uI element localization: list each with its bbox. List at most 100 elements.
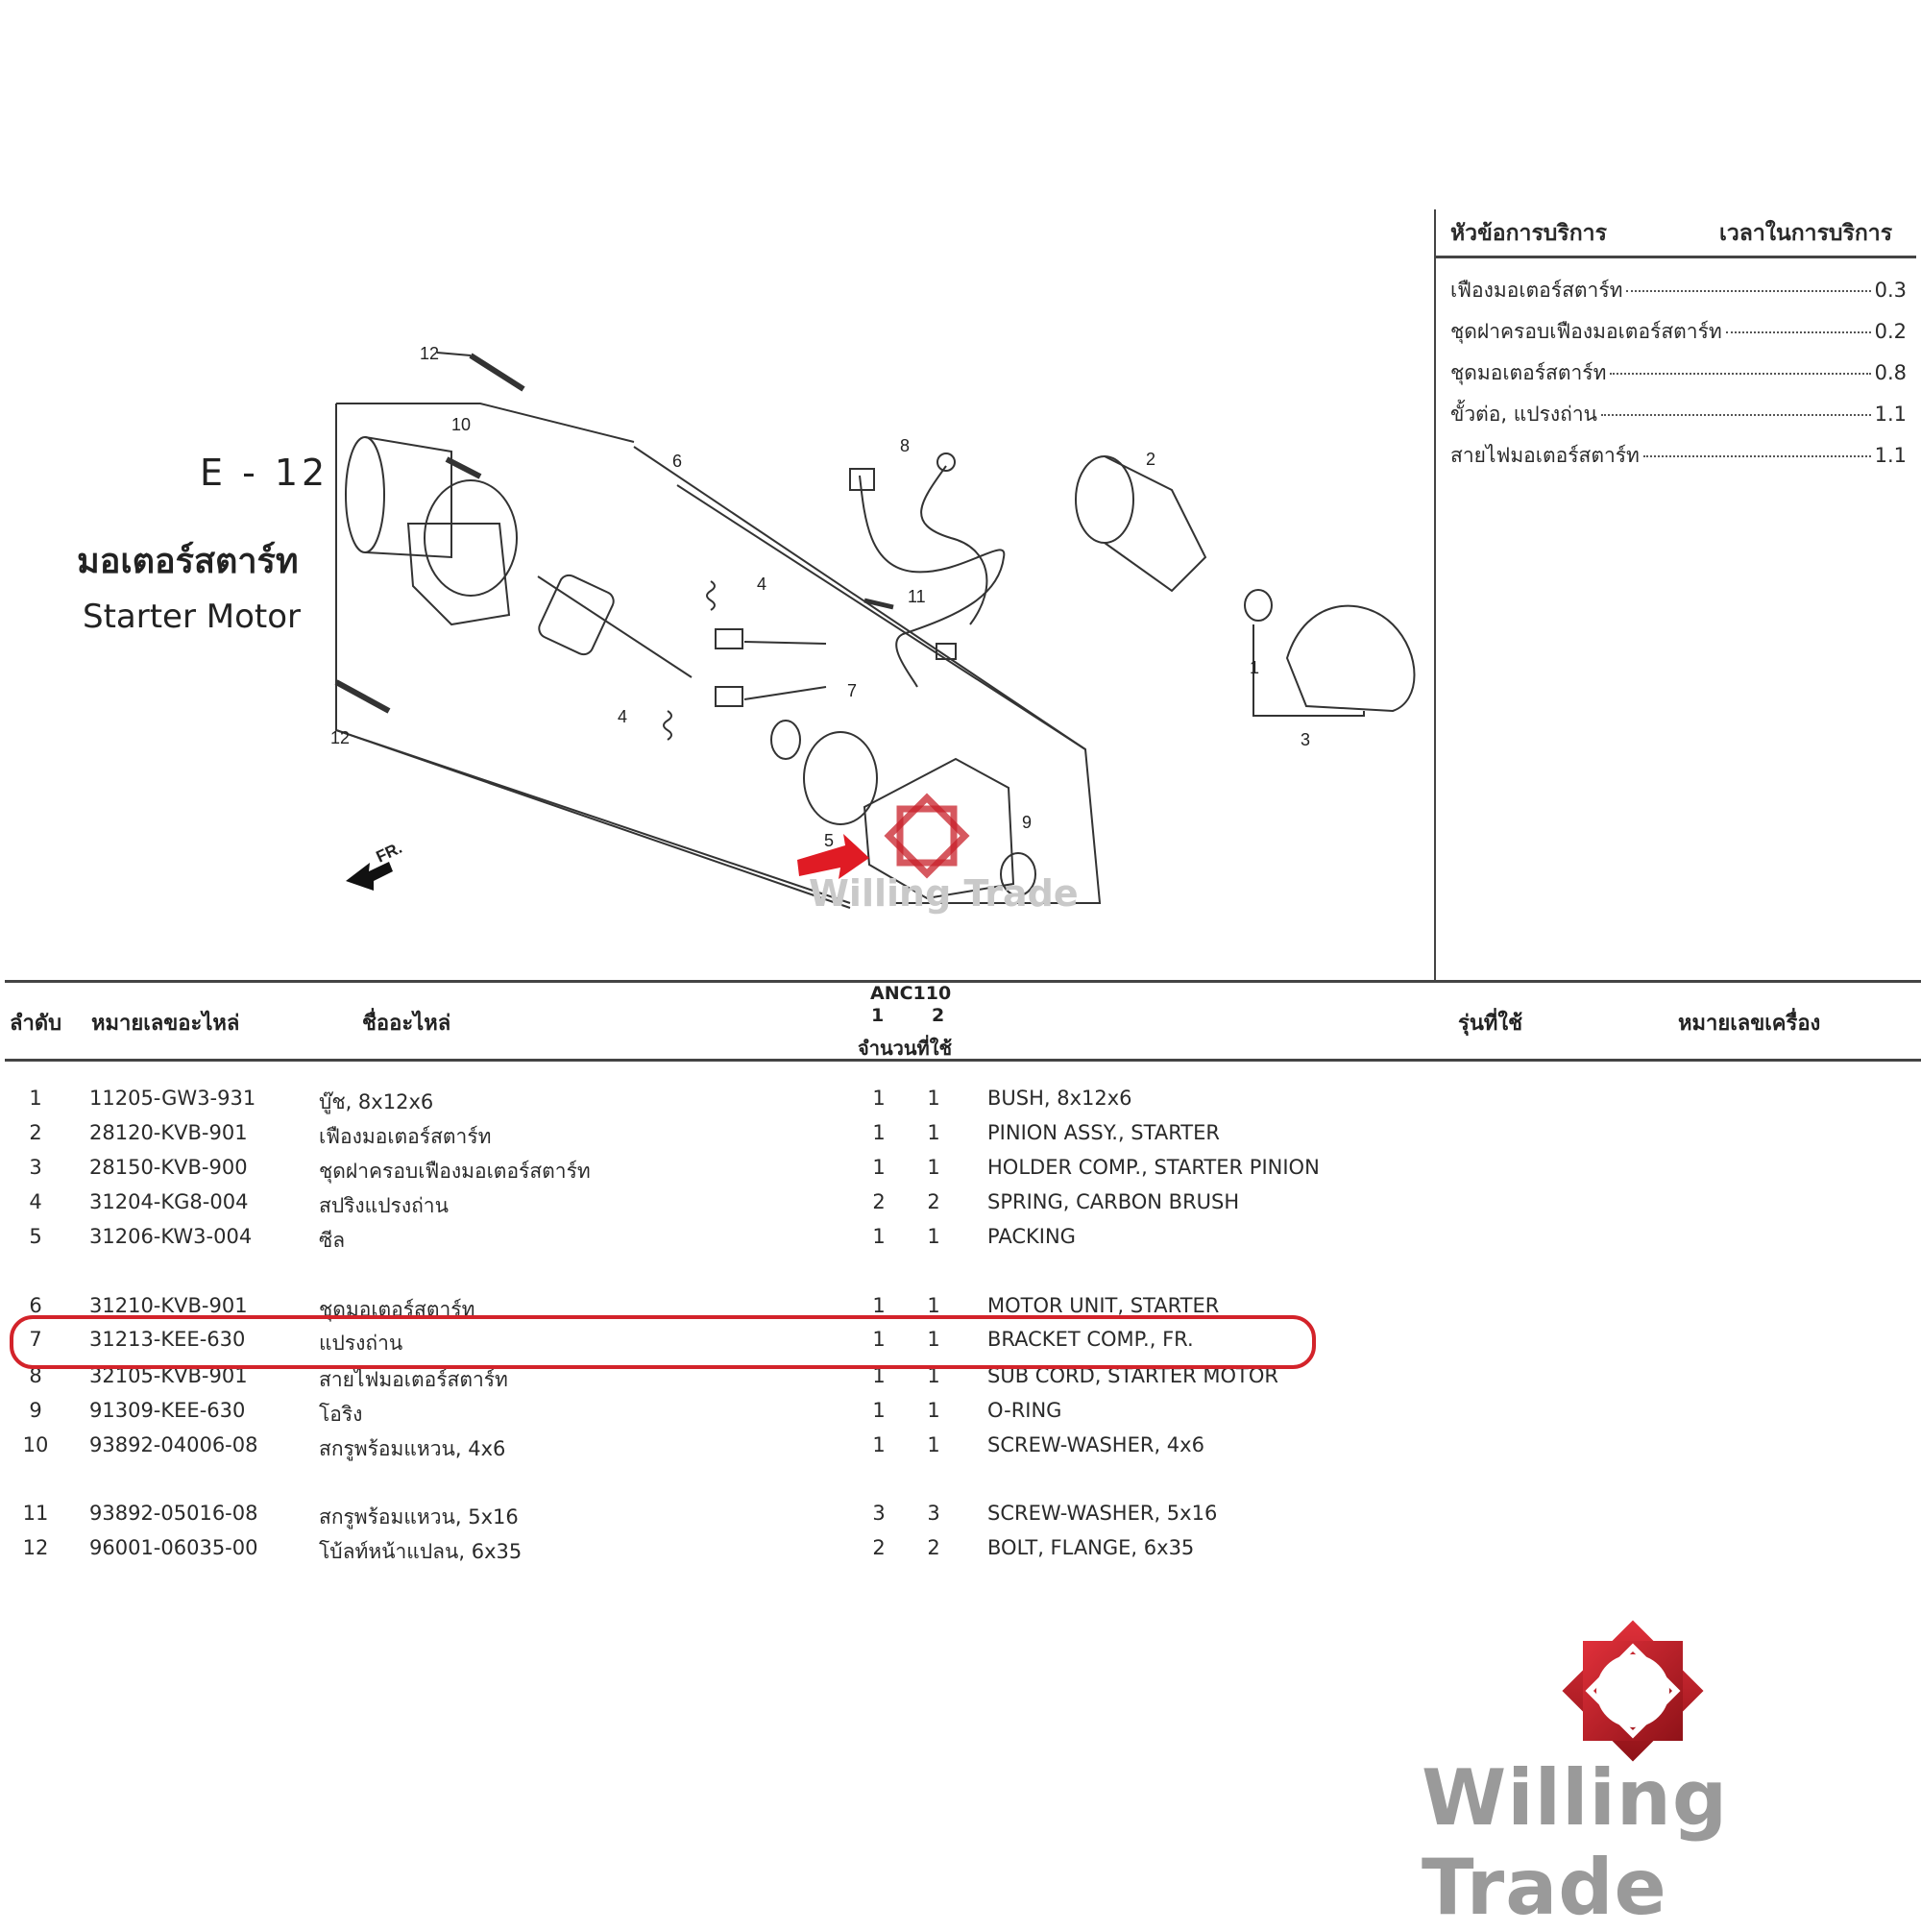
row-no: 3	[29, 1156, 42, 1179]
section-title-thai: มอเตอร์สตาร์ท	[77, 542, 299, 581]
callout-9: 9	[1022, 813, 1032, 832]
row-name-thai-text: ชุดฝาครอบเฟืองมอเตอร์สตาร์ท	[319, 1160, 591, 1183]
row-name-thai-text: ซีล	[319, 1229, 346, 1252]
service-item-label: เฟืองมอเตอร์สตาร์ท	[1450, 279, 1623, 302]
service-item-time: 1.1	[1874, 444, 1907, 467]
callout-7: 7	[847, 681, 857, 700]
bearing	[770, 720, 801, 760]
row-part-no: 96001-06035-00	[89, 1536, 258, 1559]
service-item-time: 0.3	[1874, 279, 1907, 302]
col-header-no: ลำดับ	[10, 1012, 62, 1036]
row-no: 9	[29, 1399, 42, 1422]
wire-connector	[849, 468, 875, 491]
row-no: 5	[29, 1225, 42, 1248]
carbon-brush	[715, 628, 743, 649]
callout-2: 2	[1146, 450, 1155, 469]
section-title-english: Starter Motor	[83, 598, 302, 636]
service-item-label: สายไฟมอเตอร์สตาร์ท	[1450, 444, 1640, 467]
col-header-variant-2: 2	[932, 1005, 945, 1026]
callout-line	[1252, 624, 1365, 717]
callout-12: 12	[420, 344, 439, 363]
row-part-no: 31210-KVB-901	[89, 1294, 248, 1317]
row-qty-2: 1	[927, 1364, 940, 1387]
row-name-english: HOLDER COMP., STARTER PINION	[987, 1156, 1320, 1179]
row-name-thai-text: สกรูพร้อมแหวน, 5x16	[319, 1505, 519, 1528]
front-direction-arrow	[346, 862, 393, 891]
callout-4: 4	[757, 575, 766, 594]
row-qty-2: 2	[927, 1536, 940, 1559]
group-bracket-line	[633, 446, 1102, 904]
row-name-thai-text: สปริงแปรงถ่าน	[319, 1194, 449, 1217]
pinion-assembly	[1104, 455, 1207, 593]
table-row: 10 93892-04006-08 สกรูพร้อมแหวน, 4x6 1 1…	[0, 1433, 1441, 1464]
leader-dots	[1610, 373, 1871, 375]
armature-shaft	[537, 575, 693, 678]
row-name-thai-text: โบ้ลท์หน้าแปลน, 6x35	[319, 1540, 523, 1563]
row-no: 8	[29, 1364, 42, 1387]
wire-terminal	[936, 643, 957, 660]
wire-terminal	[936, 452, 956, 472]
callout-12: 12	[330, 728, 350, 747]
row-qty-2: 2	[927, 1190, 940, 1213]
row-qty-1: 1	[872, 1399, 886, 1422]
table-top-rule	[5, 980, 1921, 983]
leader-dots	[1642, 455, 1871, 457]
callout-3: 3	[1301, 730, 1310, 749]
brush-spring	[706, 580, 716, 611]
callout-10: 11	[908, 587, 926, 606]
service-item-time: 0.2	[1874, 320, 1907, 343]
row-name-thai-text: สายไฟมอเตอร์สตาร์ท	[319, 1368, 508, 1391]
row-part-no: 31213-KEE-630	[89, 1328, 246, 1351]
service-item: เฟืองมอเตอร์สตาร์ท 0.3	[1450, 275, 1907, 304]
col-header-engine-no: หมายเลขเครื่อง	[1678, 1012, 1821, 1036]
row-no: 6	[29, 1294, 42, 1317]
row-name-thai-text: บู๊ช, 8x12x6	[319, 1090, 434, 1113]
row-qty-2: 1	[927, 1294, 940, 1317]
brand-name: Willing Trade	[1422, 1753, 1729, 1932]
row-qty-1: 2	[872, 1536, 886, 1559]
service-item: ชุดฝาครอบเฟืองมอเตอร์สตาร์ท 0.2	[1450, 316, 1907, 345]
row-qty-1: 1	[872, 1156, 886, 1179]
callout-11: 10	[451, 415, 471, 434]
service-header-topic: หัวข้อการบริการ	[1450, 221, 1607, 246]
pointer-arrow	[797, 834, 869, 879]
row-part-no: 93892-04006-08	[89, 1433, 258, 1456]
service-item-label: ขั้วต่อ, แปรงถ่าน	[1450, 403, 1598, 426]
armature-core	[538, 574, 615, 656]
row-qty-1: 2	[872, 1190, 886, 1213]
row-no: 11	[22, 1502, 49, 1525]
service-item-label: ชุดฝาครอบเฟืองมอเตอร์สตาร์ท	[1450, 320, 1722, 343]
packing-ring	[803, 731, 878, 825]
table-row: 2 28120-KVB-901 เฟืองมอเตอร์สตาร์ท 1 1 P…	[0, 1121, 1441, 1152]
leader-dots	[1601, 414, 1871, 416]
row-no: 2	[29, 1121, 42, 1144]
row-qty-2: 1	[927, 1087, 940, 1110]
row-name-english: MOTOR UNIT, STARTER	[987, 1294, 1220, 1317]
row-no: 12	[22, 1536, 49, 1559]
row-qty-1: 1	[872, 1364, 886, 1387]
watermark-logo	[884, 793, 970, 879]
group-bracket-line	[336, 403, 635, 443]
flange-bolt	[334, 679, 391, 714]
front-bracket	[863, 757, 1015, 900]
table-row: 3 28150-KVB-900 ชุดฝาครอบเฟืองมอเตอร์สตา…	[0, 1156, 1441, 1186]
screw-washer	[863, 598, 894, 610]
row-part-no: 91309-KEE-630	[89, 1399, 246, 1422]
row-part-no: 28150-KVB-900	[89, 1156, 248, 1179]
panel-divider	[1434, 209, 1436, 982]
row-name-english: BRACKET COMP., FR.	[987, 1328, 1194, 1351]
row-part-no: 28120-KVB-901	[89, 1121, 248, 1144]
row-name-thai-text: เฟืองมอเตอร์สตาร์ท	[319, 1125, 492, 1148]
callout-line	[743, 641, 827, 645]
callout-line	[743, 686, 827, 700]
row-qty-1: 1	[872, 1294, 886, 1317]
callout-6: 6	[672, 452, 682, 471]
row-name-english: SCREW-WASHER, 4x6	[987, 1433, 1204, 1456]
service-item-label: ชุดมอเตอร์สตาร์ท	[1450, 361, 1607, 384]
group-bracket-line	[335, 729, 851, 904]
row-qty-1: 3	[872, 1502, 886, 1525]
willing-trade-logo-mark	[1562, 1620, 1704, 1762]
row-name-english: O-RING	[987, 1399, 1062, 1422]
row-qty-1: 1	[872, 1087, 886, 1110]
